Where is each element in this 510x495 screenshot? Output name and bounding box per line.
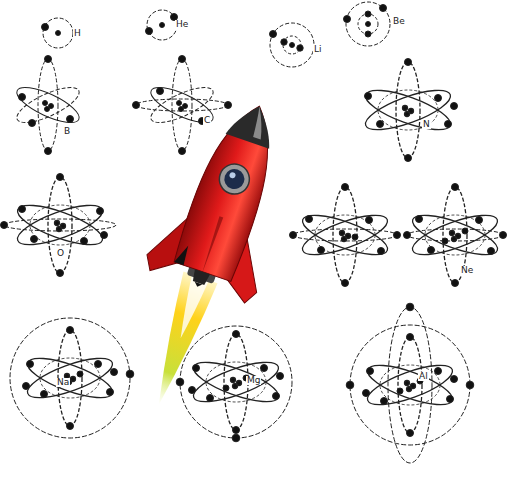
- element-label: H: [73, 29, 82, 38]
- element-label: Al: [418, 372, 429, 381]
- element-label: Mg: [246, 376, 261, 385]
- element-label: Na: [56, 378, 70, 387]
- element-label: B: [63, 127, 71, 136]
- element-label: Ne: [460, 266, 474, 275]
- element-label: He: [175, 20, 189, 29]
- element-label: Be: [392, 17, 406, 26]
- element-label: O: [56, 249, 65, 258]
- element-label: C: [203, 116, 211, 125]
- element-label: Li: [313, 45, 323, 54]
- element-label: N: [422, 120, 431, 129]
- rocket: [102, 87, 314, 423]
